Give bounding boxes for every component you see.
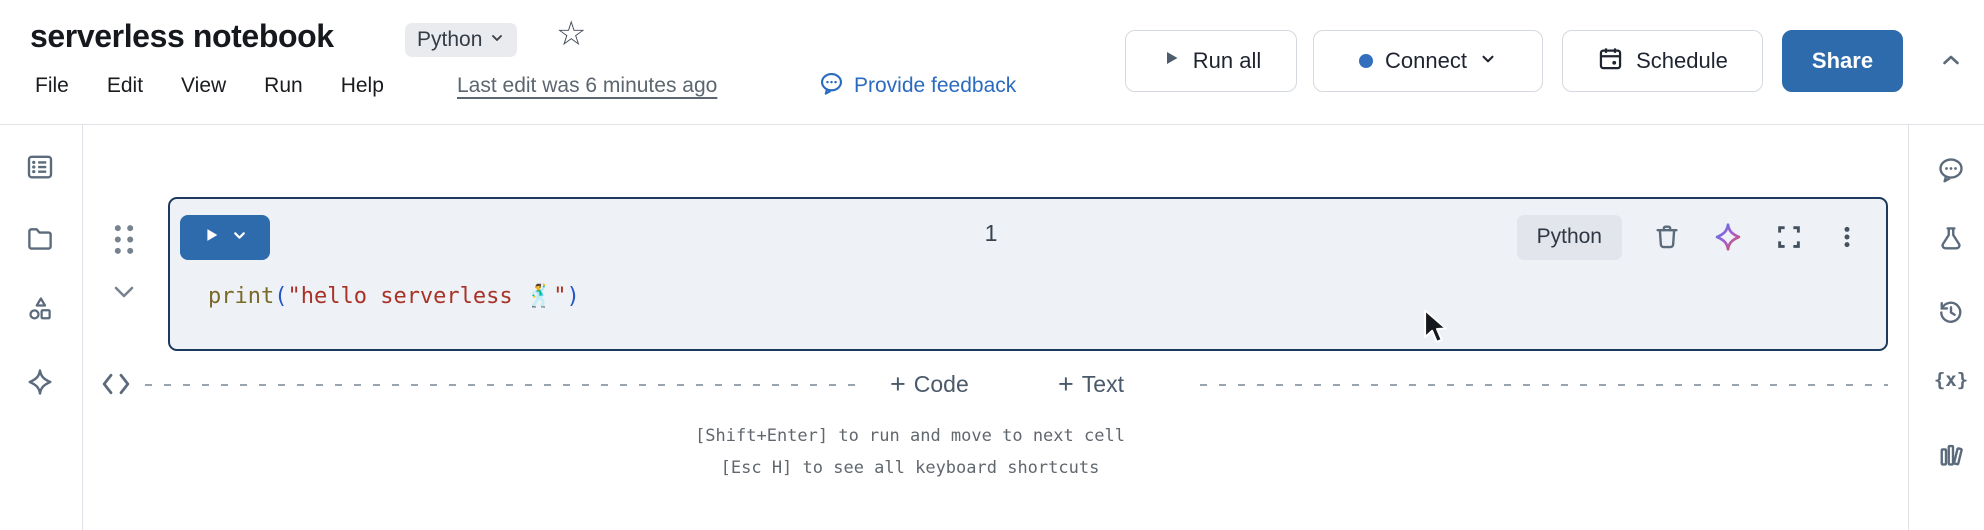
run-all-button[interactable]: Run all bbox=[1125, 30, 1297, 92]
code-token-paren-open: ( bbox=[274, 284, 288, 309]
files-folder-icon[interactable] bbox=[20, 218, 60, 258]
connect-status-dot bbox=[1359, 54, 1374, 68]
menu-file[interactable]: File bbox=[35, 74, 69, 97]
connect-label: Connect bbox=[1385, 48, 1467, 73]
version-history-icon[interactable] bbox=[1931, 292, 1971, 332]
play-icon bbox=[1161, 48, 1181, 74]
last-edit-link[interactable]: Last edit was 6 minutes ago bbox=[457, 74, 718, 97]
feedback-label: Provide feedback bbox=[854, 74, 1017, 97]
add-code-button[interactable]: + Code bbox=[890, 366, 969, 402]
connect-button[interactable]: Connect bbox=[1313, 30, 1543, 92]
chevron-down-icon bbox=[1479, 48, 1497, 74]
menu-help[interactable]: Help bbox=[340, 74, 384, 97]
add-text-button[interactable]: + Text bbox=[1058, 366, 1124, 402]
ai-spark-icon[interactable] bbox=[20, 362, 60, 402]
hint-esc-h: [Esc H] to see all keyboard shortcuts bbox=[720, 458, 1100, 478]
schedule-button[interactable]: Schedule bbox=[1562, 30, 1763, 92]
snippets-shapes-icon[interactable] bbox=[20, 289, 60, 329]
chevron-up-icon bbox=[1939, 48, 1963, 77]
run-options-chevron-icon[interactable] bbox=[231, 227, 248, 249]
right-sidebar: {x} bbox=[1908, 125, 1984, 530]
share-label: Share bbox=[1811, 48, 1874, 73]
page-title: serverless notebook bbox=[30, 18, 334, 54]
code-token-function: print bbox=[208, 284, 275, 309]
keyboard-hints: [Shift+Enter] to run and move to next ce… bbox=[390, 420, 1430, 484]
code-cell[interactable]: 1 print("hello serverless 🕺") Python bbox=[168, 197, 1888, 351]
ai-assist-spark-icon[interactable] bbox=[1712, 221, 1744, 253]
schedule-label: Schedule bbox=[1636, 48, 1728, 73]
plus-icon: + bbox=[1058, 369, 1074, 399]
menubar: File Edit View Run Help bbox=[35, 74, 384, 98]
code-editor-line[interactable]: print("hello serverless 🕺") bbox=[208, 283, 580, 310]
star-icon[interactable]: ☆ bbox=[556, 15, 587, 53]
share-button[interactable]: Share bbox=[1782, 30, 1903, 92]
run-cell-button[interactable] bbox=[180, 215, 270, 260]
experiments-flask-icon[interactable] bbox=[1931, 219, 1971, 259]
chevron-down-icon bbox=[489, 30, 505, 51]
calendar-icon bbox=[1597, 45, 1624, 78]
cell-collapse-chevron[interactable] bbox=[111, 282, 137, 307]
comments-icon[interactable] bbox=[1931, 150, 1971, 190]
add-text-label: Text bbox=[1081, 370, 1124, 397]
code-brackets-icon[interactable] bbox=[101, 371, 131, 402]
cell-drag-handle[interactable] bbox=[110, 223, 138, 261]
code-token-string: "hello serverless 🕺" bbox=[287, 284, 567, 309]
add-code-label: Code bbox=[913, 370, 969, 397]
feedback-bubble-icon bbox=[818, 70, 845, 102]
logs-bars-icon[interactable] bbox=[1931, 435, 1971, 475]
collapse-header-button[interactable] bbox=[1932, 46, 1970, 78]
feedback-link[interactable]: Provide feedback bbox=[818, 70, 1016, 102]
header: serverless notebook Python ☆ File Edit V… bbox=[0, 0, 1984, 125]
table-of-contents-icon[interactable] bbox=[20, 147, 60, 187]
dashed-divider-right bbox=[1200, 384, 1888, 386]
left-sidebar bbox=[0, 125, 83, 530]
execution-count: 1 bbox=[984, 220, 998, 246]
fullscreen-icon[interactable] bbox=[1774, 222, 1804, 252]
plus-icon: + bbox=[890, 369, 906, 399]
menu-view[interactable]: View bbox=[181, 74, 227, 97]
code-token-paren-close: ) bbox=[566, 284, 580, 309]
play-icon bbox=[202, 226, 220, 249]
run-all-label: Run all bbox=[1192, 48, 1262, 73]
cell-toolbar: Python bbox=[1516, 214, 1860, 260]
dashed-divider-left bbox=[145, 384, 857, 386]
cell-language-badge[interactable]: Python bbox=[1516, 214, 1622, 260]
menu-run[interactable]: Run bbox=[264, 74, 303, 97]
language-selector[interactable]: Python bbox=[405, 23, 518, 57]
variables-icon[interactable]: {x} bbox=[1933, 369, 1969, 391]
cell-menu-kebab-icon[interactable] bbox=[1834, 224, 1860, 250]
menu-edit[interactable]: Edit bbox=[106, 74, 144, 97]
language-selector-label: Python bbox=[417, 28, 483, 51]
hint-shift-enter: [Shift+Enter] to run and move to next ce… bbox=[695, 426, 1125, 446]
delete-cell-trash-icon[interactable] bbox=[1652, 222, 1682, 252]
